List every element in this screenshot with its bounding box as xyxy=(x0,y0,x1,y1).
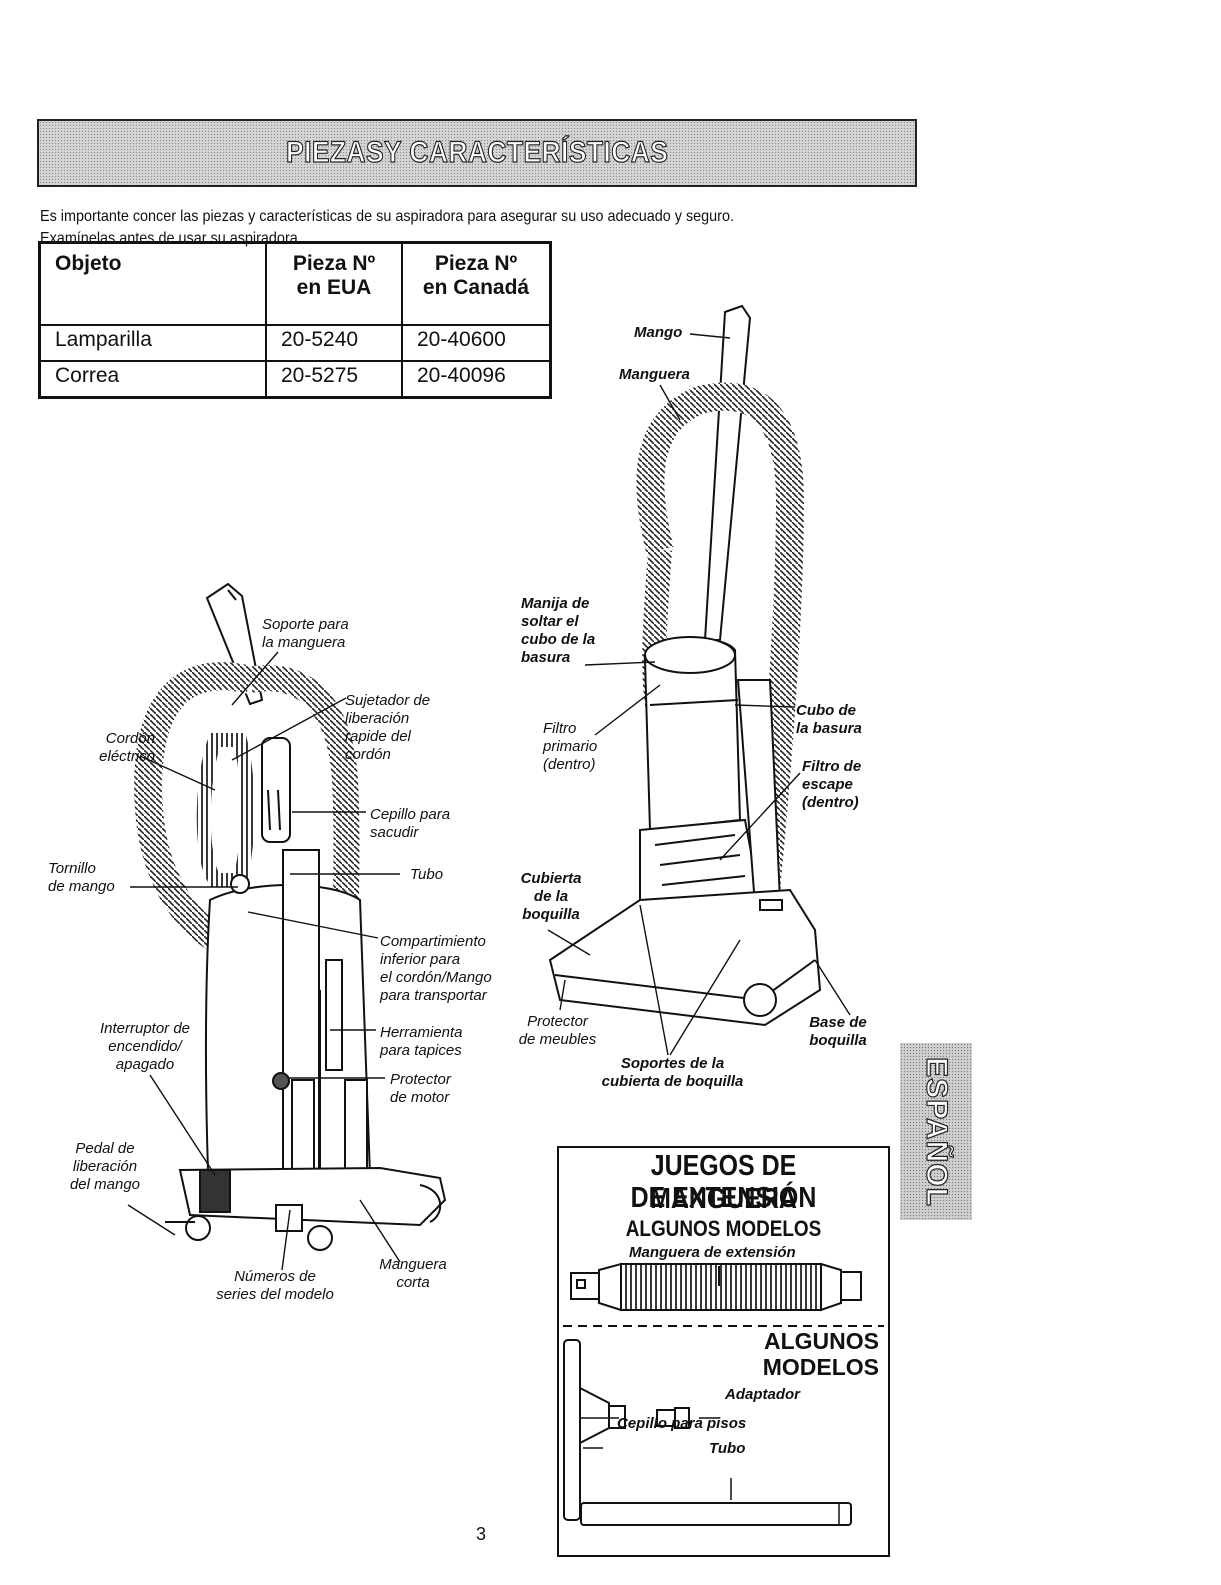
callout-lines xyxy=(127,333,851,1271)
label-mango: Mango xyxy=(634,324,683,341)
models-label-2: MODELOS xyxy=(762,1354,879,1380)
intro-line-1: Es importante concer las piezas y caract… xyxy=(40,208,734,225)
header-ca-line2: en Canadá xyxy=(422,276,530,299)
extension-hose xyxy=(620,1263,822,1311)
hose-kit-title-1: JUEGOS DE MANGUERA xyxy=(650,1150,797,1215)
hose-kit-title-2: DE EXTENSIÓN xyxy=(630,1182,817,1214)
cell-ca: 20-40600 xyxy=(401,324,552,362)
cell-ca: 20-40096 xyxy=(401,360,552,399)
table-row: Lamparilla 20-5240 20-40600 xyxy=(38,324,552,362)
header-ca-line1: Pieza Nº xyxy=(434,252,518,275)
header-ca: Pieza Nº en Canadá xyxy=(401,241,552,326)
section-title: PIEZASY CARACTERÍSTICAS xyxy=(285,135,669,169)
label-manguera: Manguera xyxy=(619,366,690,383)
cell-object: Lamparilla xyxy=(38,324,267,362)
hose-kit-subtitle: ALGUNOS MODELOS xyxy=(625,1216,822,1241)
front-vacuum-drawing xyxy=(548,304,822,1027)
section-banner: PIEZASY CARACTERÍSTICAS xyxy=(37,119,917,187)
header-us-line2: en EUA xyxy=(296,276,372,299)
label-adaptador: Adaptador xyxy=(725,1386,800,1403)
cell-us: 20-5275 xyxy=(265,360,403,399)
label-cepillo-pisos: Cepillo para pisos xyxy=(617,1415,747,1432)
header-object: Objeto xyxy=(38,241,267,326)
hose-kit-box: JUEGOS DE MANGUERA DE EXTENSIÓN ALGUNOS … xyxy=(557,1146,890,1557)
models-label-1: ALGUNOS xyxy=(764,1328,879,1354)
header-us-line1: Pieza Nº xyxy=(292,252,376,275)
rear-vacuum-drawing xyxy=(134,582,447,1251)
cell-object: Correa xyxy=(38,360,267,399)
parts-table: Objeto Pieza Nº en EUA Pieza Nº en Canad… xyxy=(38,241,552,399)
label-tubo-extension: Tubo xyxy=(709,1440,746,1457)
table-header-row: Objeto Pieza Nº en EUA Pieza Nº en Canad… xyxy=(38,241,552,326)
label-manguera-extension: Manguera de extensión xyxy=(629,1244,796,1261)
language-tab-text: ESPAÑOL xyxy=(919,1056,954,1207)
header-us: Pieza Nº en EUA xyxy=(265,241,403,326)
hose-kit-drawings xyxy=(563,1262,884,1526)
page-number: 3 xyxy=(476,1524,487,1544)
language-tab: ESPAÑOL xyxy=(900,1043,972,1220)
extension-tube xyxy=(580,1502,852,1526)
label-tubo: Tubo xyxy=(410,866,444,883)
cell-us: 20-5240 xyxy=(265,324,403,362)
table-row: Correa 20-5275 20-40096 xyxy=(38,360,552,399)
